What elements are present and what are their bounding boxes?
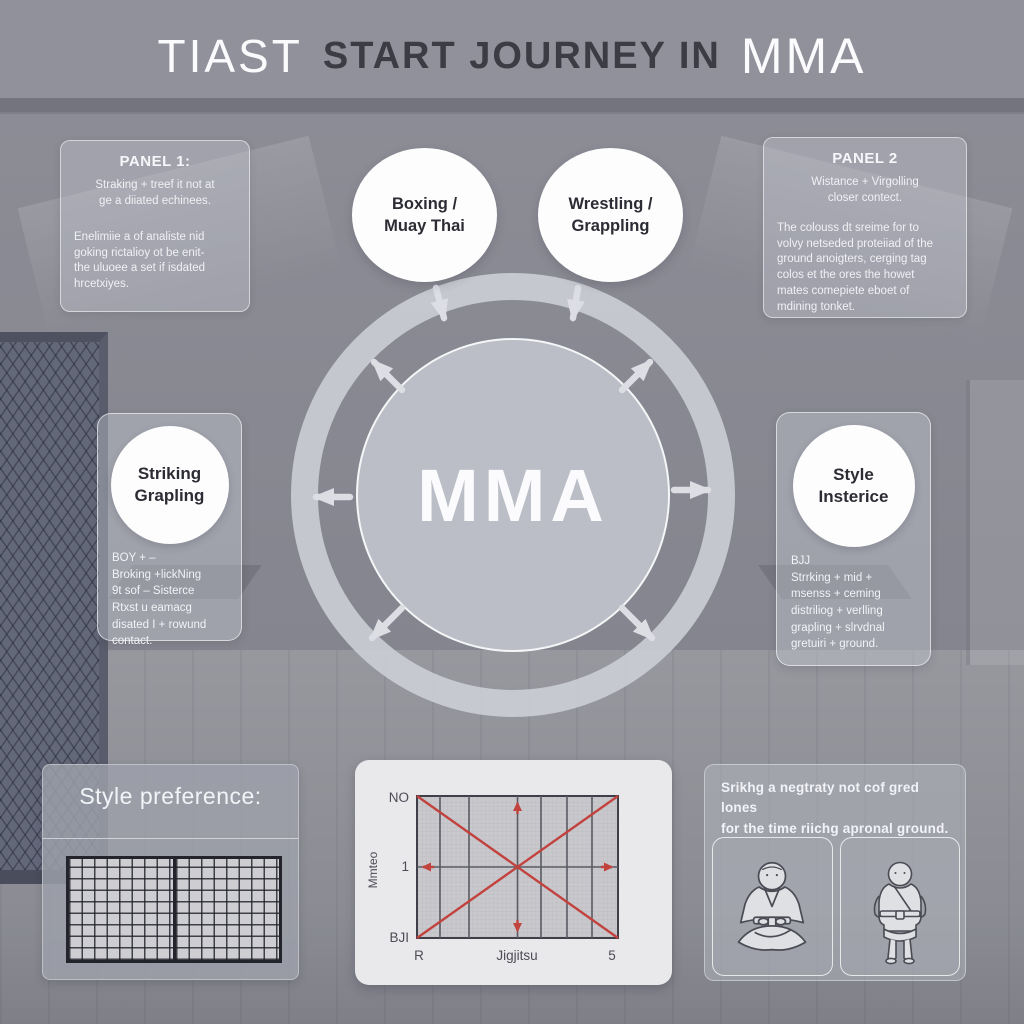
style-preference-divider — [43, 838, 298, 839]
panel-2-paragraph: The colouss dt sreime for to volvy netse… — [777, 221, 933, 314]
diagonal-ascending-line — [416, 795, 619, 939]
background-wall-edge — [0, 98, 1024, 114]
panel-1-paragraph-1: Straking + treef it not at ge a diiated … — [95, 179, 215, 207]
striking-grappling-circle: Striking Grapling — [110, 426, 229, 544]
figure-panel-standing — [839, 837, 960, 976]
ground-styles-caption: Srikhg a negtraty not cof gred lones for… — [721, 780, 949, 836]
jiujitsu-chart: NO 1 BJI Mmteo R Jigjitsu 5 — [366, 790, 619, 963]
title-part-3: MMA — [740, 28, 867, 84]
style-insterice-text: BJJ Strrking + mid + msenss + ceming dis… — [791, 555, 885, 651]
grid-left-half — [69, 859, 173, 960]
y-tick-mid: 1 — [401, 859, 409, 874]
panel-1-paragraph-2: Enelimiie a of analiste nid goking ricta… — [74, 230, 206, 291]
style-preference-card: Style preference: — [42, 764, 299, 980]
panel-1: PANEL 1: Straking + treef it not at ge a… — [60, 140, 250, 312]
x-axis-label: Jigjitsu — [496, 948, 537, 963]
node-wrestling-grappling: Wrestling / Grappling — [538, 148, 683, 282]
panel-2-title: PANEL 2 — [832, 150, 898, 167]
title-part-1: TIAST — [157, 30, 303, 82]
hub-circle: MMA — [356, 338, 670, 652]
card-style-insterice: Style Insterice BJJ Strrking + mid + mse… — [776, 412, 931, 666]
y-axis-label: Mmteo — [366, 851, 380, 888]
panel-2: PANEL 2 Wistance + Virgolling closer con… — [763, 137, 967, 318]
chart-red-lines — [416, 795, 619, 939]
card-striking-grappling: Striking Grapling BOY + – Broking +lickN… — [97, 413, 242, 647]
style-preference-title: Style preference: — [79, 783, 262, 809]
grid-right-half — [175, 859, 279, 960]
panel-1-title: PANEL 1: — [119, 153, 191, 170]
figure-panel-seated — [712, 837, 833, 976]
ground-styles-card: Srikhg a negtraty not cof gred lones for… — [704, 764, 966, 981]
standing-gi-figure-icon — [873, 861, 927, 965]
x-tick-right: 5 — [608, 948, 616, 963]
seated-gi-figure-icon — [737, 861, 807, 951]
figures-row — [712, 837, 960, 976]
chart-gridlines — [417, 796, 618, 938]
y-tick-bottom: BJI — [389, 930, 409, 945]
x-tick-left: R — [414, 948, 424, 963]
background-title-band — [0, 0, 1024, 100]
jiujitsu-chart-card: NO 1 BJI Mmteo R Jigjitsu 5 — [355, 760, 672, 985]
title-part-2: START JOURNEY IN — [322, 34, 721, 77]
panel-2-subtitle: Wistance + Virgolling closer contect. — [811, 176, 919, 204]
hub-label: MMA — [417, 453, 609, 537]
y-tick-top: NO — [389, 790, 409, 805]
striking-grappling-text: BOY + – Broking +lickNing 9t sof – Siste… — [112, 552, 207, 648]
style-insterice-circle: Style Insterice — [792, 425, 915, 547]
style-preference-grid — [66, 856, 282, 963]
background-doorway — [966, 380, 1024, 665]
node-boxing-muay-thai: Boxing / Muay Thai — [352, 148, 497, 282]
page-title: TIAST START JOURNEY IN MMA — [0, 18, 1024, 94]
